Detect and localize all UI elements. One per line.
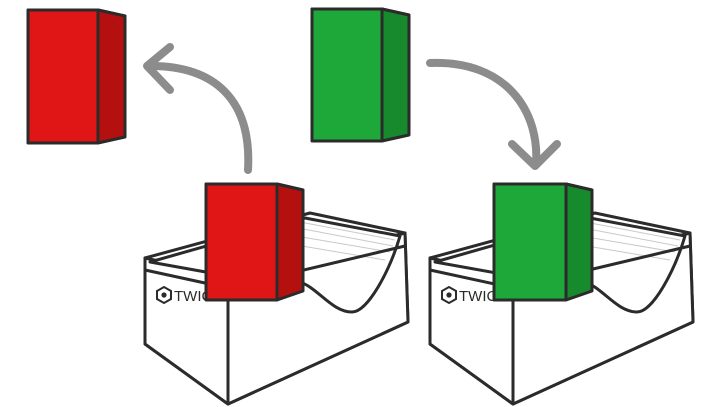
red-cartridge-front-face (26, 8, 100, 145)
red-cartridge-in-device (204, 182, 305, 302)
gear-hexagon-icon (441, 285, 457, 305)
left-scene: TWICE (26, 8, 410, 406)
red-cartridge-side-face (275, 182, 305, 302)
red-cartridge-side-face (96, 8, 127, 145)
insert-arrow-icon (426, 58, 561, 170)
gear-hexagon-icon (156, 285, 172, 305)
green-cartridge-side-face (380, 7, 411, 143)
red-cartridge-lifted (26, 8, 127, 145)
green-cartridge-front-face (310, 7, 384, 143)
green-cartridge-lifted (310, 7, 411, 143)
remove-arrow-icon (143, 43, 253, 174)
red-cartridge-front-face (204, 182, 279, 302)
green-cartridge-front-face (492, 182, 568, 302)
green-cartridge-in-device (492, 182, 594, 302)
green-cartridge-side-face (564, 182, 594, 302)
right-scene: TWICE (310, 7, 695, 406)
